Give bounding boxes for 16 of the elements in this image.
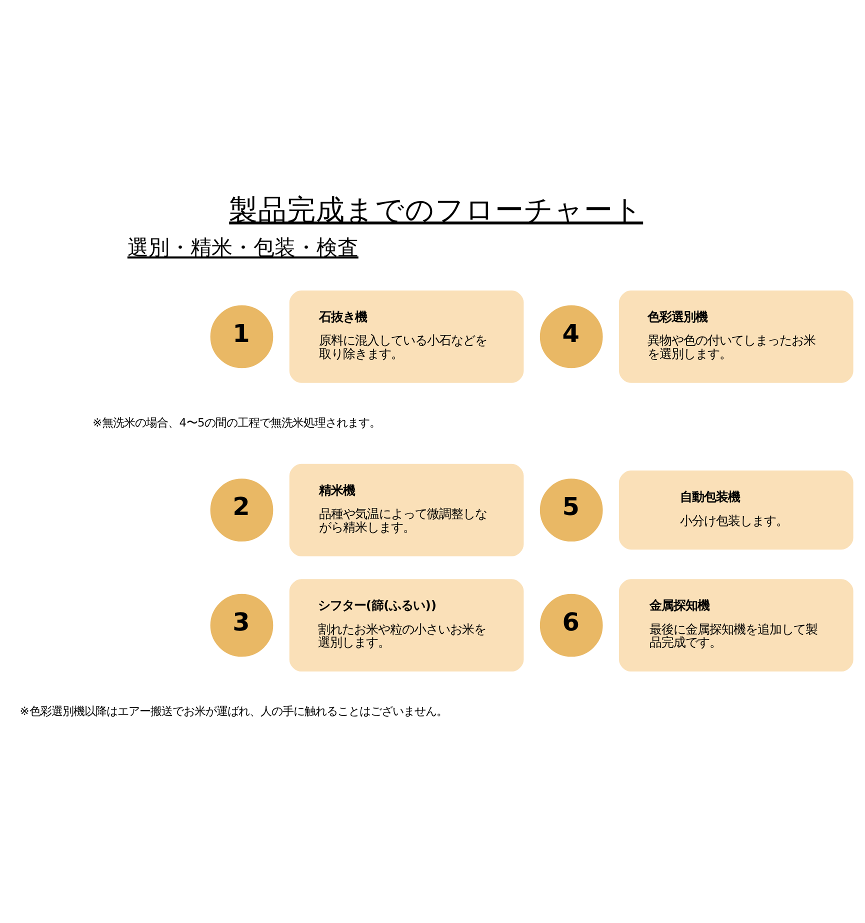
node-circle: 4 — [540, 305, 603, 368]
node-circle: 6 — [540, 594, 603, 657]
node-box: 色彩選別機 異物や色の付いてしまったお米を選別します。 — [618, 290, 854, 383]
node-box: 石抜き機 原料に混入している小石などを取り除きます。 — [289, 290, 524, 383]
node-circle: 1 — [210, 305, 274, 368]
node-box: 精米機 品種や気温によって微調整しながら精米します。 — [289, 464, 524, 556]
node-box: 金属探知機 最後に金属探知機を追加して製品完成です。 — [618, 579, 854, 672]
label: 選別・精米・包装・検査 — [127, 235, 358, 260]
node-circle: 2 — [210, 478, 274, 542]
label: ※無洗米の場合、4〜5の間の工程で無洗米処理されます。 — [92, 415, 381, 430]
node-box: シフター(篩(ふるい)) 割れたお米や粒の小さいお米を選別します。 — [289, 579, 524, 672]
diagram-title: 製品完成までのフローチャート — [229, 192, 644, 227]
node-circle: 3 — [210, 594, 274, 657]
label: ※色彩選別機以降はエアー搬送でお米が運ばれ、人の手に触れることはございません。 — [20, 704, 448, 718]
node-box: 自動包装機 小分け包装します。 — [618, 470, 854, 550]
node-circle: 5 — [540, 478, 603, 542]
